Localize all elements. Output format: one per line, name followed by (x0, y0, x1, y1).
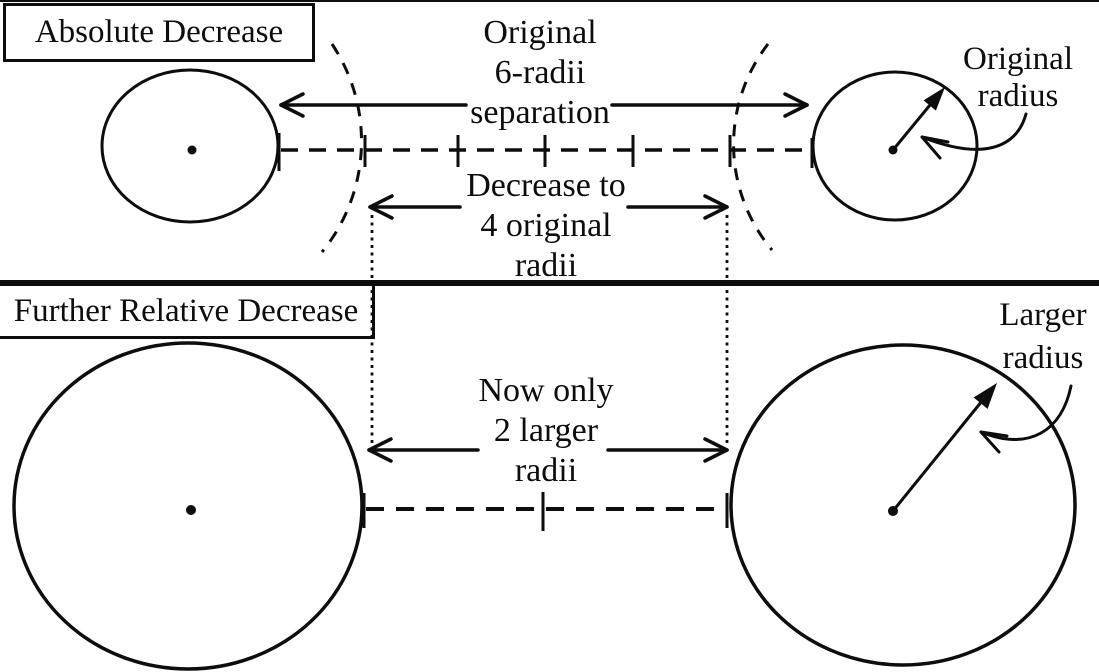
hook-curve (979, 384, 1073, 441)
bottom-panel-title: Further Relative Decrease (13, 292, 359, 329)
larger-radius-hook-arrow (979, 384, 1073, 454)
arrowhead-filled-icon (973, 383, 997, 409)
hook-curve (920, 112, 1028, 151)
six-radii-separation-arrow (279, 92, 809, 118)
right-boundary-arc (732, 43, 774, 251)
arrowhead-right-icon (783, 92, 809, 118)
original-radius-hook-arrow (920, 112, 1028, 160)
arrowhead-open-icon (979, 430, 1009, 454)
original-radius-arrow (891, 87, 945, 151)
larger-radius-arrow-shaft (891, 400, 984, 512)
arrowhead-right-icon (703, 194, 729, 220)
arrowhead-left-icon (368, 194, 394, 220)
arrowhead-open-icon (920, 135, 950, 160)
two-radii-separation-label: Now only 2 larger radii (478, 372, 614, 489)
top-border-line (0, 0, 1099, 2)
four-radii-decrease-label: Decrease to 4 original radii (466, 167, 626, 284)
six-radii-separation-label: Original 6-radii separation (470, 14, 610, 131)
original-radius-arrow-shaft (891, 104, 932, 151)
arrowhead-filled-icon (923, 87, 945, 111)
left-boundary-arc (320, 43, 363, 253)
two-radii-arrow (367, 437, 729, 463)
original-radius-label: Original radius (963, 41, 1073, 114)
larger-radius-arrow (891, 383, 997, 512)
top-left-circle-center-dot (187, 145, 197, 155)
bottom-left-circle (12, 341, 364, 671)
arrowhead-right-icon (703, 437, 729, 463)
top-radius-tick-marks (277, 133, 814, 171)
top-panel-title-box: Absolute Decrease (3, 3, 315, 62)
panel-divider (0, 280, 1099, 286)
arrowhead-left-icon (367, 437, 393, 463)
bottom-left-circle-center-dot (186, 505, 196, 515)
bottom-radius-tick-marks (362, 492, 729, 531)
top-panel-title: Absolute Decrease (34, 14, 284, 50)
arrowhead-left-icon (279, 92, 305, 118)
bottom-panel-title-box: Further Relative Decrease (0, 283, 375, 339)
bottom-right-circle (729, 343, 1077, 667)
four-radii-arrow (368, 194, 729, 220)
larger-radius-label: Larger radius (999, 297, 1087, 376)
